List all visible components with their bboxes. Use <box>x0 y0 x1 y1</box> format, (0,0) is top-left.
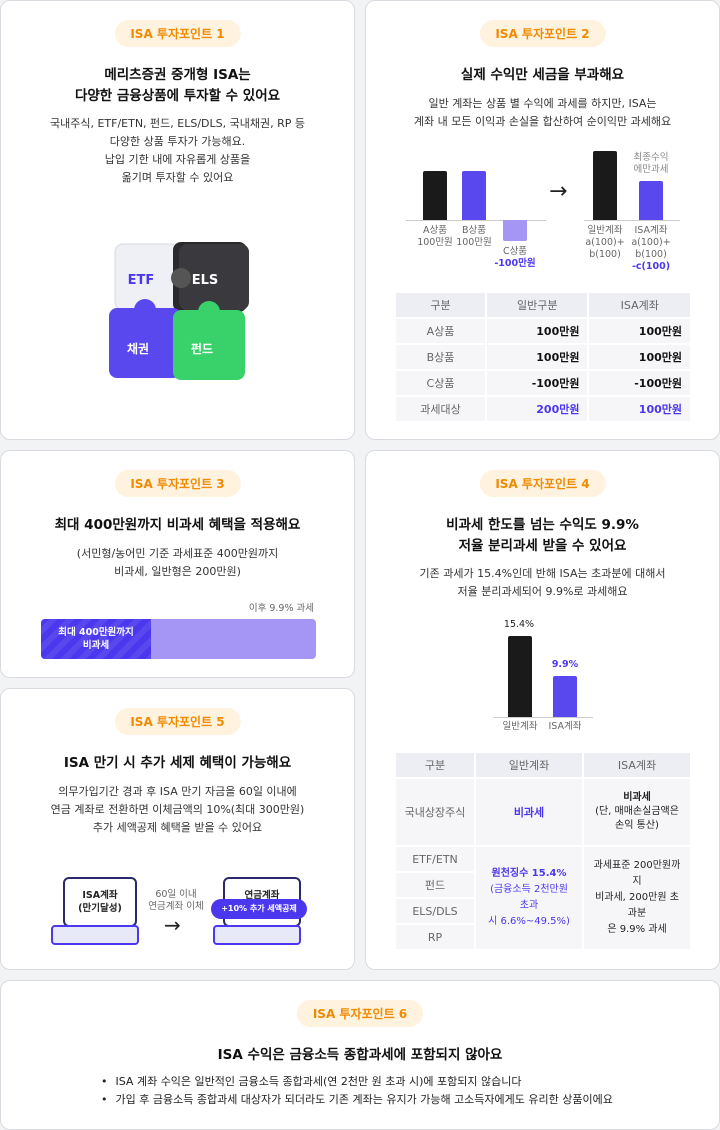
point6-bullet: 가입 후 금융소득 종합과세 대상자가 되더라도 기존 계좌는 유지가 가능해 … <box>101 1091 613 1109</box>
point3-title: 최대 400만원까지 비과세 혜택을 적용해요 <box>54 517 301 533</box>
table-row: C상품-100만원-100만원 <box>396 371 690 395</box>
isa-laptop-base <box>51 925 139 945</box>
puzzle-fund: 펀드 <box>191 341 213 356</box>
point4-card: ISA 투자포인트 4 비과세 한도를 넘는 수익도 9.9%저율 분리과세 받… <box>365 450 720 970</box>
table-row: RP <box>396 925 690 949</box>
cat-general: 일반계좌 <box>502 721 538 732</box>
chart-baseline-right <box>584 220 680 221</box>
point2-badge: ISA 투자포인트 2 <box>479 20 606 47</box>
point4-title: 비과세 한도를 넘는 수익도 9.9%저율 분리과세 받을 수 있어요 <box>446 517 639 554</box>
point3-badge: ISA 투자포인트 3 <box>114 470 241 497</box>
bar-general-tax <box>508 636 532 717</box>
point3-card: ISA 투자포인트 3 최대 400만원까지 비과세 혜택을 적용해요 (서민형… <box>0 450 355 678</box>
pension-laptop-base <box>213 925 301 945</box>
puzzle-bond: 채권 <box>127 341 149 356</box>
bar-isa <box>639 181 663 220</box>
isa-account-box: ISA계좌(만기달성) <box>63 877 137 927</box>
puzzle-etf: ETF <box>128 273 155 288</box>
pension-bonus-badge: +10% 추가 세액공제 <box>211 899 307 919</box>
cat-isa: ISA계좌 <box>548 721 582 732</box>
point5-badge: ISA 투자포인트 5 <box>114 708 241 735</box>
after-tax-label: 이후 9.9% 과세 <box>248 603 314 614</box>
label-c: C상품-100만원 <box>494 246 536 269</box>
point5-title: ISA 만기 시 추가 세제 혜택이 가능해요 <box>63 755 292 771</box>
point6-card: ISA 투자포인트 6 ISA 수익은 금융소득 종합과세에 포함되지 않아요 … <box>0 980 720 1130</box>
point1-badge: ISA 투자포인트 1 <box>114 20 241 47</box>
bar-b <box>462 171 486 220</box>
point5-card: ISA 투자포인트 5 ISA 만기 시 추가 세제 혜택이 가능해요 의무가입… <box>0 688 355 970</box>
point6-bullet: ISA 계좌 수익은 일반적인 금융소득 종합과세(연 2천만 원 초과 시)에… <box>101 1073 522 1091</box>
value-label-general: 15.4% <box>503 619 535 630</box>
puzzle-illustration: ETF ELS 채권 펀드 <box>109 242 249 380</box>
table-row: ELS/DLS <box>396 899 690 923</box>
puzzle-els: ELS <box>192 273 219 288</box>
point6-title: ISA 수익은 금융소득 종합과세에 포함되지 않아요 <box>217 1047 503 1063</box>
value-label-isa: 9.9% <box>551 659 579 670</box>
chart-baseline <box>493 717 593 718</box>
transfer-arrow-icon: → <box>164 913 181 937</box>
point2-card: ISA 투자포인트 2 실제 수익만 세금을 부과해요 일반 계좌는 상품 별 … <box>365 0 720 440</box>
bar-general <box>593 151 617 220</box>
point2-title: 실제 수익만 세금을 부과해요 <box>460 67 625 83</box>
arrow-icon: → <box>549 179 568 204</box>
table-row: 펀드 <box>396 873 690 897</box>
point6-badge: ISA 투자포인트 6 <box>296 1000 424 1027</box>
chart-baseline-left <box>406 220 546 221</box>
point4-badge: ISA 투자포인트 4 <box>479 470 606 497</box>
bar-isa-tax <box>553 676 577 717</box>
bar-c <box>503 220 527 241</box>
table-row: 국내상장주식 비과세 비과세 (단, 매매손실금액은 손익 통산) <box>396 779 690 845</box>
bar-a <box>423 171 447 220</box>
table-row: ETF/ETN 원천징수 15.4% (금융소득 2천만원 초과 시 6.6%~… <box>396 847 690 949</box>
